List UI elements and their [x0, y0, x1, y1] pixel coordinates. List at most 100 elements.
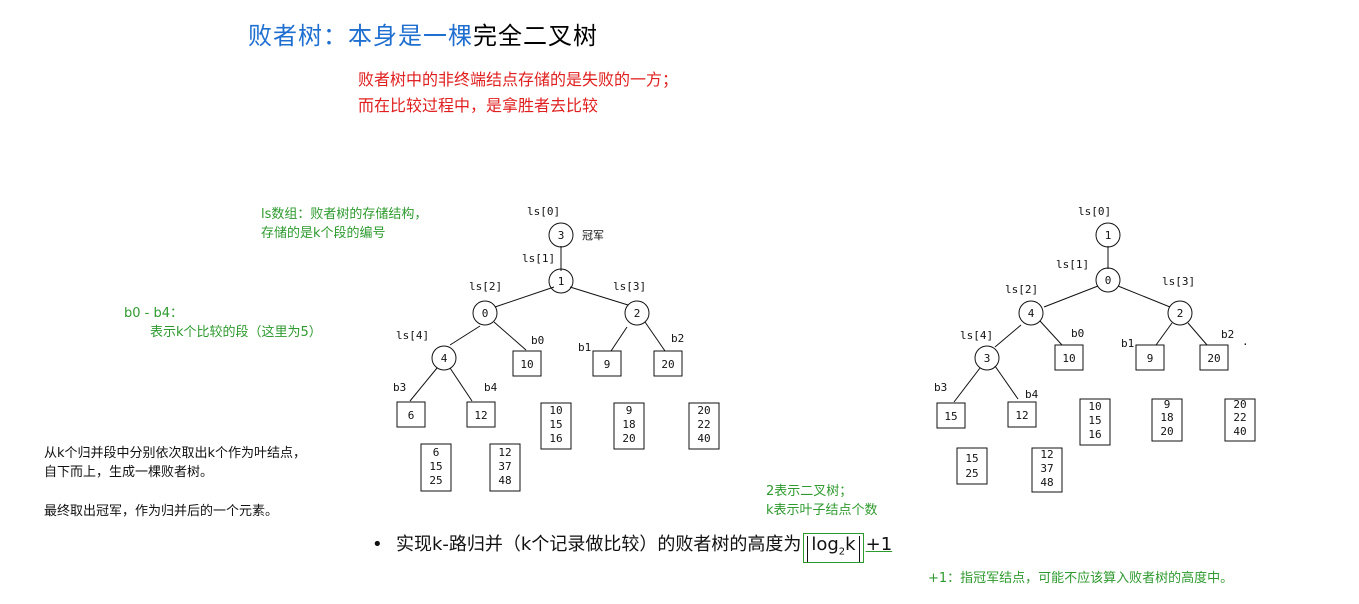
- b2-value-right: 20: [1207, 352, 1220, 365]
- run-b1-value-1-right: 9: [1164, 398, 1171, 411]
- ls4-label-right: ls[4]: [960, 329, 993, 342]
- ls0-label-right: ls[0]: [1078, 205, 1111, 218]
- run-b0-right: [1079, 398, 1111, 446]
- b4-value-left: 12: [474, 409, 487, 422]
- b0-label-left: b0: [531, 334, 544, 347]
- run-b1-value-2-right: 18: [1160, 411, 1173, 424]
- two-note-line1: 2表示二叉树；: [766, 484, 853, 499]
- ls0-value-left: 3: [558, 229, 565, 242]
- b3-label-right: b3: [934, 381, 947, 394]
- b0-leaf-left: [512, 350, 542, 377]
- run-b0-value-1-right: 10: [1088, 400, 1101, 413]
- ls2-label-left: ls[2]: [469, 280, 502, 293]
- ls-note-line1: ls数组：败者树的存储结构，: [261, 207, 428, 222]
- b3-value-right: 15: [944, 410, 957, 423]
- ls1-node-right: [1095, 267, 1121, 293]
- ls1-value-right: 0: [1105, 274, 1112, 287]
- loser-tree-right: ls[0] ls[1] ls[2] ls[3] ls[4] b0 b1 b2 b…: [934, 205, 1256, 493]
- run-b2-value-3-left: 40: [697, 432, 710, 445]
- b0-label-right: b0: [1071, 327, 1084, 340]
- run-b3-value-3-left: 25: [429, 474, 442, 487]
- run-b0-value-3-left: 16: [549, 432, 562, 445]
- run-b4-value-3-right: 48: [1040, 476, 1053, 489]
- stray-mark-right: .: [1242, 335, 1249, 348]
- b3-value-left: 6: [408, 409, 415, 422]
- ls-note-line2: 存储的是k个段的编号: [261, 226, 386, 241]
- ls4-value-right: 3: [984, 352, 991, 365]
- b3-label-left: b3: [393, 381, 406, 394]
- run-b0-value-2-left: 15: [549, 418, 562, 431]
- leaf-note-line1: 从k个归并段中分别依次取出k个作为叶结点，: [44, 446, 307, 461]
- ls2-node-right: [1018, 300, 1044, 326]
- run-b3-value-2-right: 25: [965, 467, 978, 480]
- ls0-value-right: 1: [1105, 229, 1112, 242]
- run-b2-value-2-right: 22: [1233, 411, 1246, 424]
- run-b3-value-1-left: 6: [433, 446, 440, 459]
- b1-leaf-right: [1135, 344, 1165, 371]
- final-note: 最终取出冠军，作为归并后的一个元素。: [44, 504, 279, 519]
- b-note-line2: 表示k个比较的段（这里为5）: [150, 325, 322, 340]
- ls2-value-left: 0: [482, 307, 489, 320]
- ls0-node-right: [1095, 222, 1121, 248]
- ls3-node-right: [1167, 300, 1193, 326]
- title-black: 完全二叉树: [473, 22, 598, 50]
- b2-leaf-right: [1199, 344, 1229, 371]
- b2-value-left: 20: [661, 358, 674, 371]
- ls1-label-right: ls[1]: [1056, 258, 1089, 271]
- leaf-note-line2: 自下而上，生成一棵败者树。: [44, 465, 214, 480]
- ls2-label-right: ls[2]: [1005, 283, 1038, 296]
- run-b3-right: [956, 447, 988, 485]
- ls2-node-left: [472, 300, 498, 326]
- ls0-label-left: ls[0]: [527, 205, 560, 218]
- b4-label-left: b4: [484, 381, 498, 394]
- plus-note: +1：指冠军结点，可能不应该算入败者树的高度中。: [928, 571, 1234, 586]
- bullet-dot: •: [372, 534, 383, 555]
- ls3-node-left: [624, 300, 650, 326]
- run-b4-value-1-right: 12: [1040, 448, 1053, 461]
- b2-leaf-left: [653, 350, 683, 377]
- plus-one: +1: [865, 534, 893, 555]
- run-b4-left: [489, 443, 521, 492]
- ls1-label-left: ls[1]: [522, 252, 555, 265]
- ls4-node-left: [431, 345, 457, 371]
- b1-value-left: 9: [604, 358, 611, 371]
- b0-value-left: 10: [520, 358, 533, 371]
- b4-value-right: 12: [1015, 409, 1028, 422]
- champion-label-left: 冠军: [582, 229, 604, 242]
- bullet-prefix: 实现k-路归并（k个记录做比较）的败者树的高度为: [396, 534, 802, 555]
- loser-tree-left: ls[0] ls[1] ls[2] ls[3] ls[4] 冠军 b0 b1 b…: [393, 205, 720, 492]
- log-arg: k: [845, 534, 856, 555]
- two-note-line2: k表示叶子结点个数: [766, 503, 878, 518]
- run-b0-value-2-right: 15: [1088, 414, 1101, 427]
- run-b1-value-3-right: 20: [1160, 425, 1173, 438]
- b3-leaf-right: [936, 402, 966, 429]
- ls4-value-left: 4: [441, 352, 448, 365]
- ls3-label-right: ls[3]: [1162, 275, 1195, 288]
- b2-label-left: b2: [671, 332, 684, 345]
- run-b4-value-2-left: 37: [498, 460, 511, 473]
- run-b4-value-2-right: 37: [1040, 462, 1053, 475]
- run-b1-value-3-left: 20: [622, 432, 635, 445]
- run-b4-value-1-left: 12: [498, 446, 511, 459]
- run-b1-value-1-left: 9: [626, 404, 633, 417]
- run-b3-left: [420, 443, 452, 492]
- ls3-value-left: 2: [634, 307, 641, 320]
- b4-label-right: b4: [1025, 388, 1039, 401]
- run-b0-value-3-right: 16: [1088, 428, 1101, 441]
- run-b4-value-3-left: 48: [498, 474, 511, 487]
- b-note-line1: b0 - b4：: [124, 306, 184, 321]
- log-base: 2: [838, 546, 846, 558]
- ls3-label-left: ls[3]: [613, 280, 646, 293]
- run-b2-value-3-right: 40: [1233, 425, 1246, 438]
- log-text: log: [811, 534, 839, 555]
- ls2-value-right: 4: [1028, 307, 1035, 320]
- run-b3-value-1-right: 15: [965, 452, 978, 465]
- run-b4-right: [1031, 447, 1063, 493]
- b0-value-right: 10: [1062, 352, 1075, 365]
- run-b3-value-2-left: 15: [429, 460, 442, 473]
- run-b2-value-1-right: 20: [1233, 398, 1246, 411]
- ls0-node-left: [548, 222, 574, 248]
- height-bullet: • 实现k-路归并（k个记录做比较）的败者树的高度为 log2k +1: [372, 530, 892, 563]
- red-note-line2: 而在比较过程中，是拿胜者去比较: [358, 96, 599, 115]
- b2-label-right: b2: [1221, 328, 1234, 341]
